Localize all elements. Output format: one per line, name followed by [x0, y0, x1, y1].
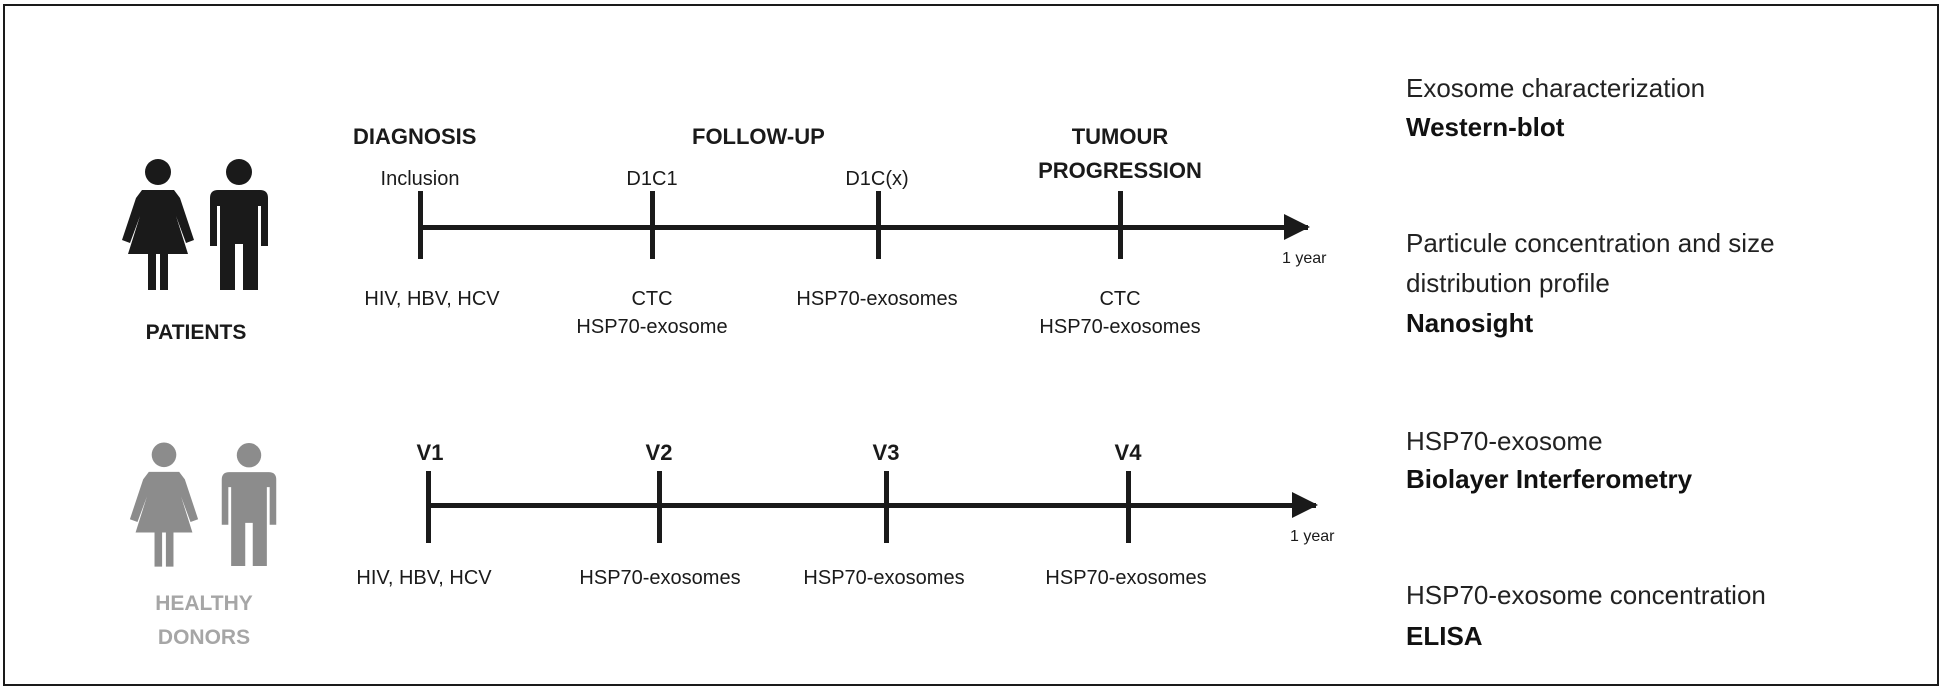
method-4-name: ELISA [1406, 621, 1483, 651]
method-2-description: distribution profile [1406, 268, 1610, 298]
method-1-description: Exosome characterization [1406, 73, 1706, 103]
donors-end-label: 1 year [1290, 528, 1335, 545]
visit-v2-label: V2 [645, 440, 673, 465]
patients-tick [418, 191, 423, 259]
patients-sample-t1: HIV, HBV, HCV [364, 288, 500, 310]
donors-tick [1126, 471, 1131, 543]
patients-sample-t2: HSP70-exosome [576, 316, 728, 338]
visit-v3-label: V3 [872, 440, 900, 465]
patients-timeline-arrowhead [1284, 214, 1310, 240]
donors-sample-v3: HSP70-exosomes [803, 567, 965, 589]
method-2-name: Nanosight [1406, 308, 1534, 338]
method-2-description: Particule concentration and size [1406, 228, 1775, 258]
patients-tick [650, 191, 655, 259]
donors-sample-v4: HSP70-exosomes [1045, 567, 1207, 589]
donors-tick [657, 471, 662, 543]
male-donor-icon [221, 443, 277, 567]
method-3-description: HSP70-exosome [1406, 426, 1603, 456]
tick-label-d1c1: D1C1 [626, 168, 678, 190]
visit-v4-label: V4 [1114, 440, 1142, 465]
female-donor-icon [129, 442, 199, 567]
method-3-name: Biolayer Interferometry [1406, 464, 1693, 494]
phase-follow-up: FOLLOW-UP [692, 124, 825, 149]
patients-tick [876, 191, 881, 259]
patients-timeline-axis [418, 225, 1308, 230]
male-patient-icon [210, 159, 268, 290]
patients-sample-t4: CTC [1099, 288, 1141, 310]
donors-timeline-arrowhead [1292, 492, 1318, 518]
donors-group-label: DONORS [157, 626, 251, 649]
phase-progression-label: PROGRESSION [1038, 158, 1202, 183]
donors-timeline-axis [426, 503, 1316, 508]
donors-sample-v2: HSP70-exosomes [579, 567, 741, 589]
phase-tumour-label: TUMOUR [1071, 124, 1169, 149]
tick-label-d1cx: D1C(x) [845, 168, 909, 190]
method-4-description: HSP70-exosome concentration [1406, 580, 1766, 610]
patients-sample-t3: HSP70-exosomes [796, 288, 958, 310]
patients-sample-t2: CTC [631, 288, 673, 310]
donors-tick [426, 471, 431, 543]
donors-sample-v1: HIV, HBV, HCV [356, 567, 492, 589]
figure-frame [3, 4, 1939, 686]
female-patient-icon [122, 159, 194, 290]
patients-end-label: 1 year [1282, 250, 1327, 267]
patients-tick [1118, 191, 1123, 259]
donors-tick [884, 471, 889, 543]
tick-label-inclusion: Inclusion [380, 168, 460, 190]
phase-diagnosis: DIAGNOSIS [353, 124, 477, 149]
method-1-name: Western-blot [1406, 112, 1565, 142]
donors-group-label: HEALTHY [155, 592, 253, 615]
visit-v1-label: V1 [416, 440, 444, 465]
patients-sample-t4: HSP70-exosomes [1039, 316, 1201, 338]
patients-group-label: PATIENTS [145, 321, 247, 344]
